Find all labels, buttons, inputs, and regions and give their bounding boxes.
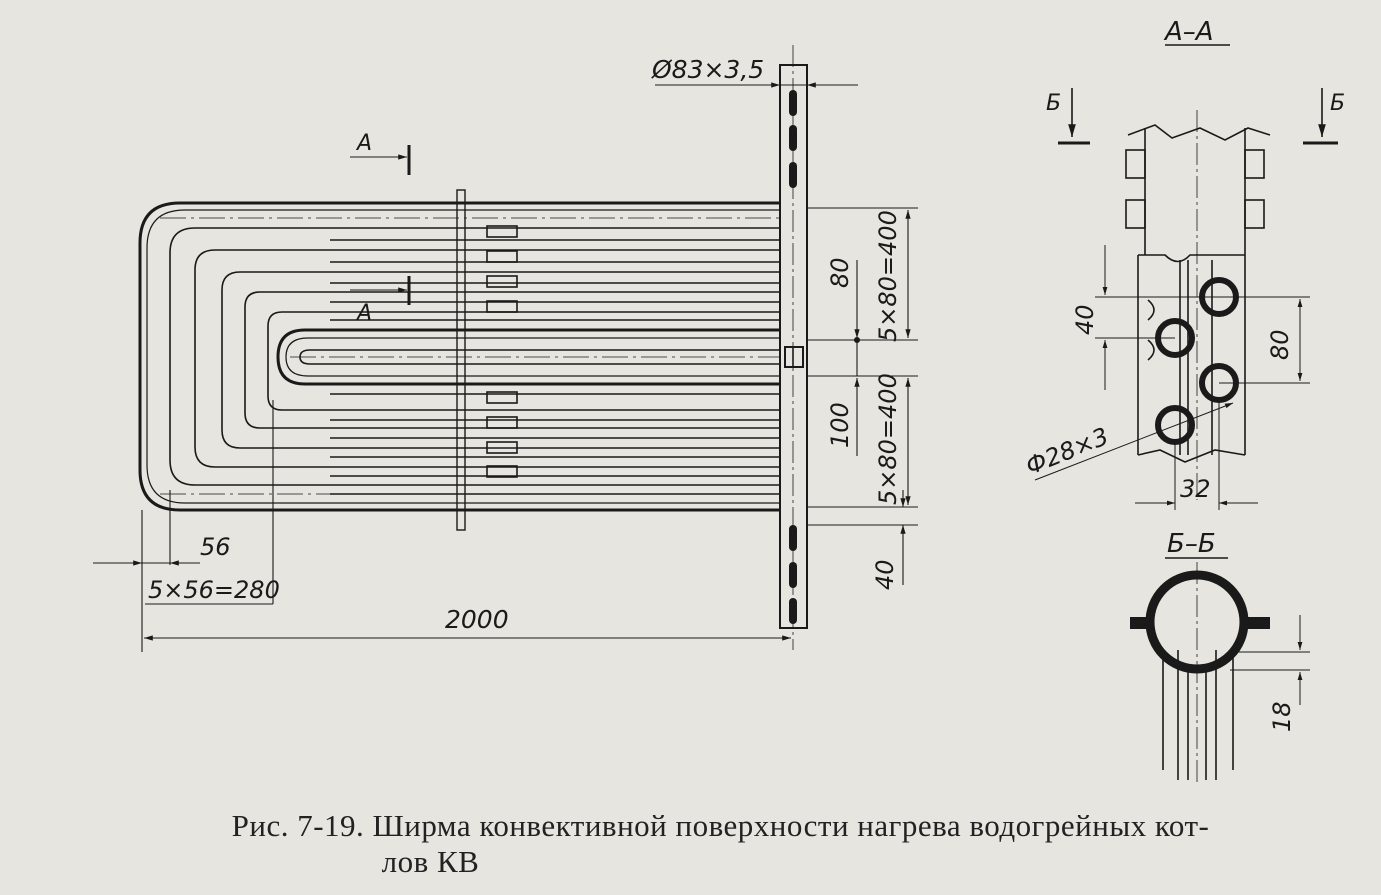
section-marker-upper: А [355,131,372,156]
dimension-lines [93,82,918,652]
section-marker-lower: А [355,301,372,326]
cut-marker-right: Б [1330,91,1345,116]
aa-horizontal-dim: 32 [1180,475,1211,503]
technical-drawing: Ø83×3,5 А А 80 5×80=400 100 5×80=400 40 … [93,17,1345,785]
aa-vertical-right-dim: 80 [1266,329,1294,360]
bottom-end-dim: 40 [871,559,899,590]
section-bb-view [1130,557,1310,785]
cut-marker-left: Б [1046,91,1061,116]
figure-caption: Рис. 7-19. Ширма конвективной поверхност… [0,808,1381,880]
aa-tube-dim: Ф28×3 [1022,422,1113,480]
bottom-group-dim: 5×80=400 [874,373,902,505]
bb-vertical-dim: 18 [1268,701,1296,732]
caption-line-1: Рис. 7-19. Ширма конвективной поверхност… [231,808,1210,843]
screen-panel [138,45,808,650]
horizontal-pitch-dim: 56 [200,533,231,561]
caption-line-2: лов КВ [381,844,480,879]
header-pipe-dim: Ø83×3,5 [651,55,764,84]
section-aa-view [1034,44,1338,510]
bottom-pitch-dim: 100 [826,402,854,448]
top-pitch-dim: 80 [826,257,854,288]
horizontal-group-dim: 5×56=280 [148,576,280,604]
section-bb-title: Б–Б [1167,529,1216,559]
section-aa-title: А–А [1163,17,1214,47]
top-group-dim: 5×80=400 [874,210,902,342]
overall-length-dim: 2000 [445,605,509,634]
aa-vertical-left-dim: 40 [1071,304,1099,335]
